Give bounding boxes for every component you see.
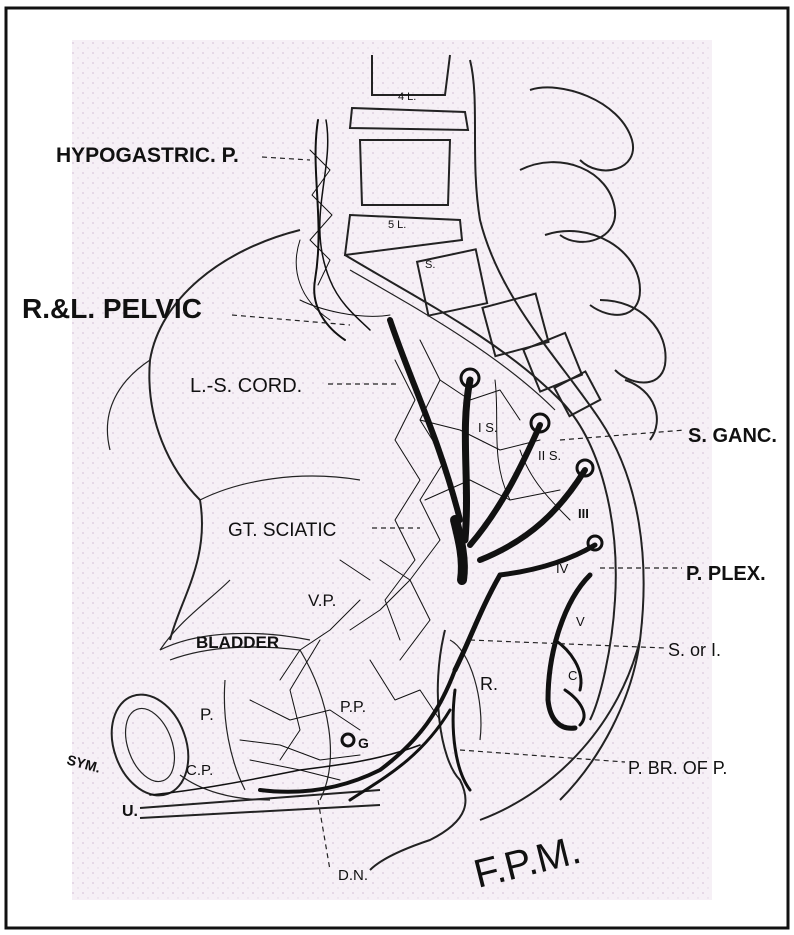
label-urethra: U. xyxy=(122,803,138,820)
label-sacrum: S. xyxy=(425,259,435,271)
label-nerve-5: V xyxy=(576,614,585,629)
label-vertebra-5l: 5 L. xyxy=(388,219,406,231)
label-sacral-ganglion: S. GANC. xyxy=(688,425,777,447)
label-nerve-3: III xyxy=(578,506,589,521)
label-nerve-2s: II S. xyxy=(538,448,561,463)
label-cavernous-plexus: C.P. xyxy=(186,762,213,779)
label-rectum: R. xyxy=(480,674,498,694)
label-ganglion: G xyxy=(358,735,369,751)
label-vertebra-4l: 4 L. xyxy=(398,91,416,103)
label-hypogastric-plexus: HYPOGASTRIC. P. xyxy=(56,144,239,167)
label-prostate: P. xyxy=(200,705,214,724)
label-nerve-1s: I S. xyxy=(478,420,498,435)
label-bladder: BLADDER xyxy=(196,633,279,652)
label-coccygeal: C xyxy=(568,668,577,683)
label-pelvic-plexus: R.&L. PELVIC xyxy=(22,293,202,324)
label-great-sciatic: GT. SCIATIC xyxy=(228,520,336,541)
label-dorsal-nerve: D.N. xyxy=(338,867,368,884)
label-pudic-plexus: P. PLEX. xyxy=(686,563,766,585)
label-s-or-i: S. or I. xyxy=(668,640,721,660)
label-prostatic-plexus: P.P. xyxy=(340,699,366,716)
label-pudic-branch: P. BR. OF P. xyxy=(628,758,727,778)
label-vesical-plexus: V.P. xyxy=(308,591,336,610)
label-lumbosacral-cord: L.-S. CORD. xyxy=(190,375,302,397)
label-nerve-4: IV xyxy=(556,561,569,576)
